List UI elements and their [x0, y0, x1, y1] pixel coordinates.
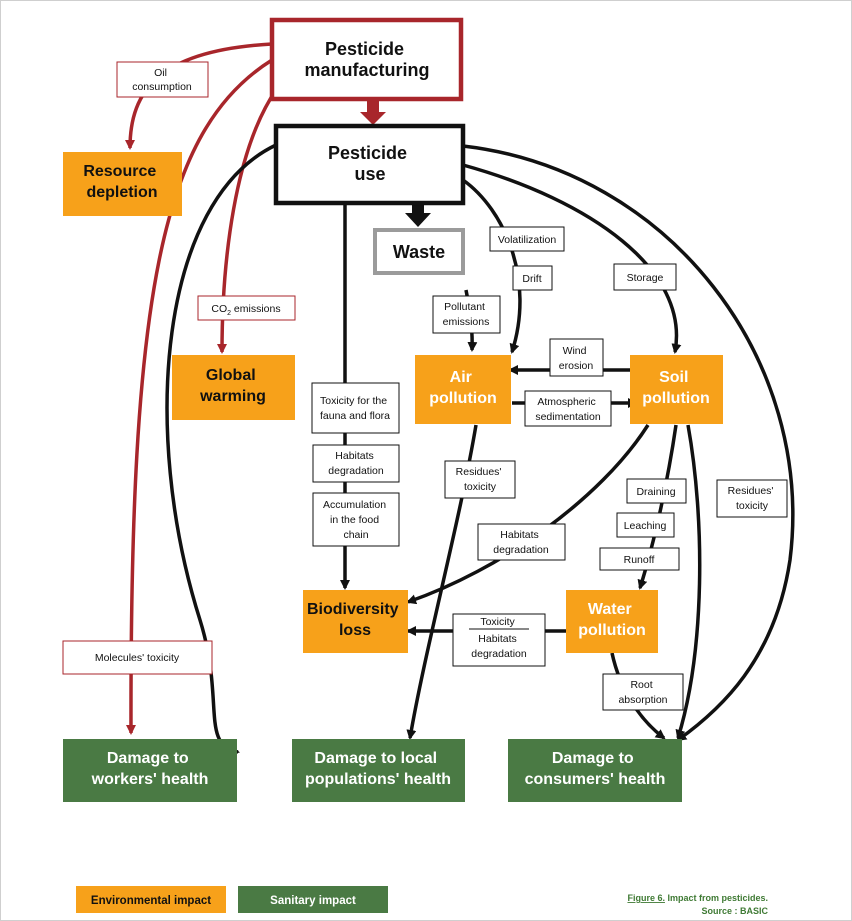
label-toxicity-fauna-flora: Toxicity for the fauna and flora [311, 382, 400, 434]
node-text: Water pollution [578, 601, 646, 639]
label-text: Molecules' toxicity [95, 652, 180, 664]
label-habitats-degradation-1: Habitats degradation [312, 444, 400, 483]
node-resource-depletion: Resource depletion [63, 152, 182, 216]
caption-title: Impact from pesticides. [665, 893, 768, 903]
node-text: Biodiversity loss [307, 601, 403, 639]
label-text: Oil consumption [132, 67, 192, 93]
label-text: Toxicity for the fauna and flora [320, 395, 390, 422]
arrow-use-to-workers [165, 143, 277, 756]
node-pesticide-use: Pesticide use [273, 123, 466, 206]
legend-environmental-label: Environmental impact [91, 895, 211, 907]
label-text: Storage [627, 272, 664, 284]
node-waste: Waste [373, 228, 465, 275]
label-text: Residues' toxicity [456, 466, 505, 493]
node-global-warming: Global warming [172, 355, 295, 420]
label-draining: Draining [626, 478, 687, 504]
node-text: Global warming [199, 367, 266, 405]
label-runoff: Runoff [599, 547, 680, 571]
node-biodiversity-loss: Biodiversity loss [303, 590, 408, 653]
arrow-soil-to-consumers [675, 424, 702, 740]
label-text: Accumulation in the food chain [323, 499, 389, 541]
label-text: Draining [636, 486, 675, 498]
label-atmospheric-sedimentation: Atmospheric sedimentation [524, 390, 612, 427]
label-co2-emissions: CO2 emissions [197, 295, 296, 321]
label-text: Atmospheric sedimentation [535, 396, 601, 423]
legend-sanitary-label: Sanitary impact [270, 895, 356, 907]
label-root-absorption: Root absorption [602, 673, 684, 711]
label-residues-toxicity-2: Residues' toxicity [716, 479, 788, 518]
node-pesticide-manufacturing: Pesticide manufacturing [269, 17, 464, 102]
arrow-use-to-soil [462, 163, 682, 354]
label-text: Root absorption [618, 679, 667, 706]
label-text: Habitats degradation [493, 529, 549, 556]
node-air-pollution: Air pollution [415, 355, 511, 424]
node-text: Air pollution [429, 369, 497, 407]
caption-source: Source : BASIC [701, 906, 768, 916]
legend-sanitary: Sanitary impact [238, 886, 388, 913]
figure-caption: Figure 6. Impact from pesticides. Source… [627, 893, 768, 916]
label-accumulation-food-chain: Accumulation in the food chain [312, 492, 400, 547]
node-workers-health: Damage to workers' health [63, 739, 237, 802]
arrow-soil-to-water [637, 424, 678, 590]
arrow-use-to-consumers [462, 144, 795, 742]
caption-line-1: Figure 6. Impact from pesticides. [627, 893, 768, 903]
label-text: Habitats degradation [328, 450, 384, 477]
label-pollutant-emissions: Pollutant emissions [432, 295, 501, 334]
node-text: Damage to workers' health [91, 750, 209, 788]
label-leaching: Leaching [616, 512, 675, 538]
node-text: Soil pollution [642, 369, 710, 407]
label-toxicity-habitats-degradation: Toxicity Habitats degradation [452, 613, 546, 667]
caption-figure-number: Figure 6. [627, 893, 665, 903]
node-text: Resource depletion [83, 163, 160, 201]
label-drift: Drift [512, 265, 553, 291]
label-molecules-toxicity: Molecules' toxicity [62, 640, 213, 675]
label-wind-erosion: Wind erosion [549, 338, 604, 377]
label-habitats-degradation-2: Habitats degradation [477, 523, 566, 561]
node-text: Pesticide use [328, 143, 412, 184]
arrow-molecules-to-workers [125, 58, 273, 735]
node-text: Waste [393, 242, 445, 262]
label-text: Wind erosion [559, 345, 594, 372]
label-text: Volatilization [498, 234, 557, 246]
legend: Environmental impact Sanitary impact [76, 886, 388, 913]
label-text: Leaching [624, 520, 667, 532]
arrow-manufacturing-to-use-head [360, 112, 386, 125]
arrow-use-to-waste-head [405, 213, 431, 227]
label-text: Toxicity Habitats degradation [471, 616, 527, 660]
label-residues-toxicity-1: Residues' toxicity [444, 460, 516, 499]
label-storage: Storage [613, 263, 677, 291]
label-text: Drift [522, 273, 541, 285]
label-oil-consumption: Oil consumption [116, 61, 209, 98]
label-text: Runoff [624, 554, 655, 566]
node-soil-pollution: Soil pollution [630, 355, 723, 424]
label-text: CO2 emissions [211, 303, 280, 317]
node-consumers-health: Damage to consumers' health [508, 739, 682, 802]
node-text: Pesticide manufacturing [304, 39, 429, 80]
legend-environmental: Environmental impact [76, 886, 226, 913]
label-text: Residues' toxicity [728, 485, 777, 512]
node-text: Damage to consumers' health [525, 750, 666, 788]
node-text: Damage to local populations' health [305, 750, 451, 788]
node-local-health: Damage to local populations' health [292, 739, 465, 802]
node-water-pollution: Water pollution [566, 590, 658, 653]
label-text: Pollutant emissions [443, 301, 490, 328]
label-volatilization: Volatilization [489, 226, 565, 252]
